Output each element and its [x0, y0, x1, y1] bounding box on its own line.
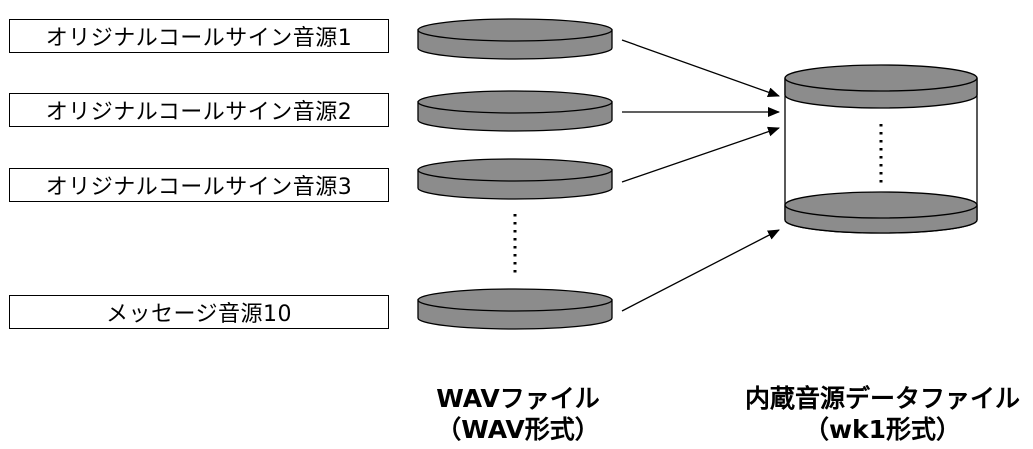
builtin-caption-line1: 内蔵音源データファイル: [744, 384, 1020, 413]
source-label-10: メッセージ音源10: [105, 302, 293, 327]
arrow-wav3-to-builtin: [621, 126, 780, 183]
wav-disk-3: [417, 158, 613, 200]
source-box-2: オリジナルコールサイン音源2: [9, 93, 389, 127]
builtin-data-container: [784, 64, 978, 234]
source-box-10: メッセージ音源10: [9, 295, 389, 329]
wav-caption-line2: （WAV形式）: [436, 415, 600, 444]
builtin-caption-line2: （wk1形式）: [803, 415, 962, 444]
arrow-wav1-to-builtin: [621, 39, 780, 98]
wav-disk-2: [417, 90, 613, 132]
wav-caption: WAVファイル （WAV形式）: [398, 383, 638, 445]
source-label-2: オリジナルコールサイン音源2: [45, 100, 353, 125]
arrow-wav10-to-builtin: [621, 229, 780, 312]
source-box-1: オリジナルコールサイン音源1: [9, 19, 389, 53]
source-label-3: オリジナルコールサイン音源3: [45, 175, 353, 200]
builtin-caption: 内蔵音源データファイル （wk1形式）: [735, 383, 1030, 445]
source-label-1: オリジナルコールサイン音源1: [45, 26, 353, 51]
source-box-3: オリジナルコールサイン音源3: [9, 168, 389, 202]
wav-caption-line1: WAVファイル: [436, 384, 600, 413]
wav-disk-1: [417, 18, 613, 60]
wav-disk-10: [417, 288, 613, 330]
